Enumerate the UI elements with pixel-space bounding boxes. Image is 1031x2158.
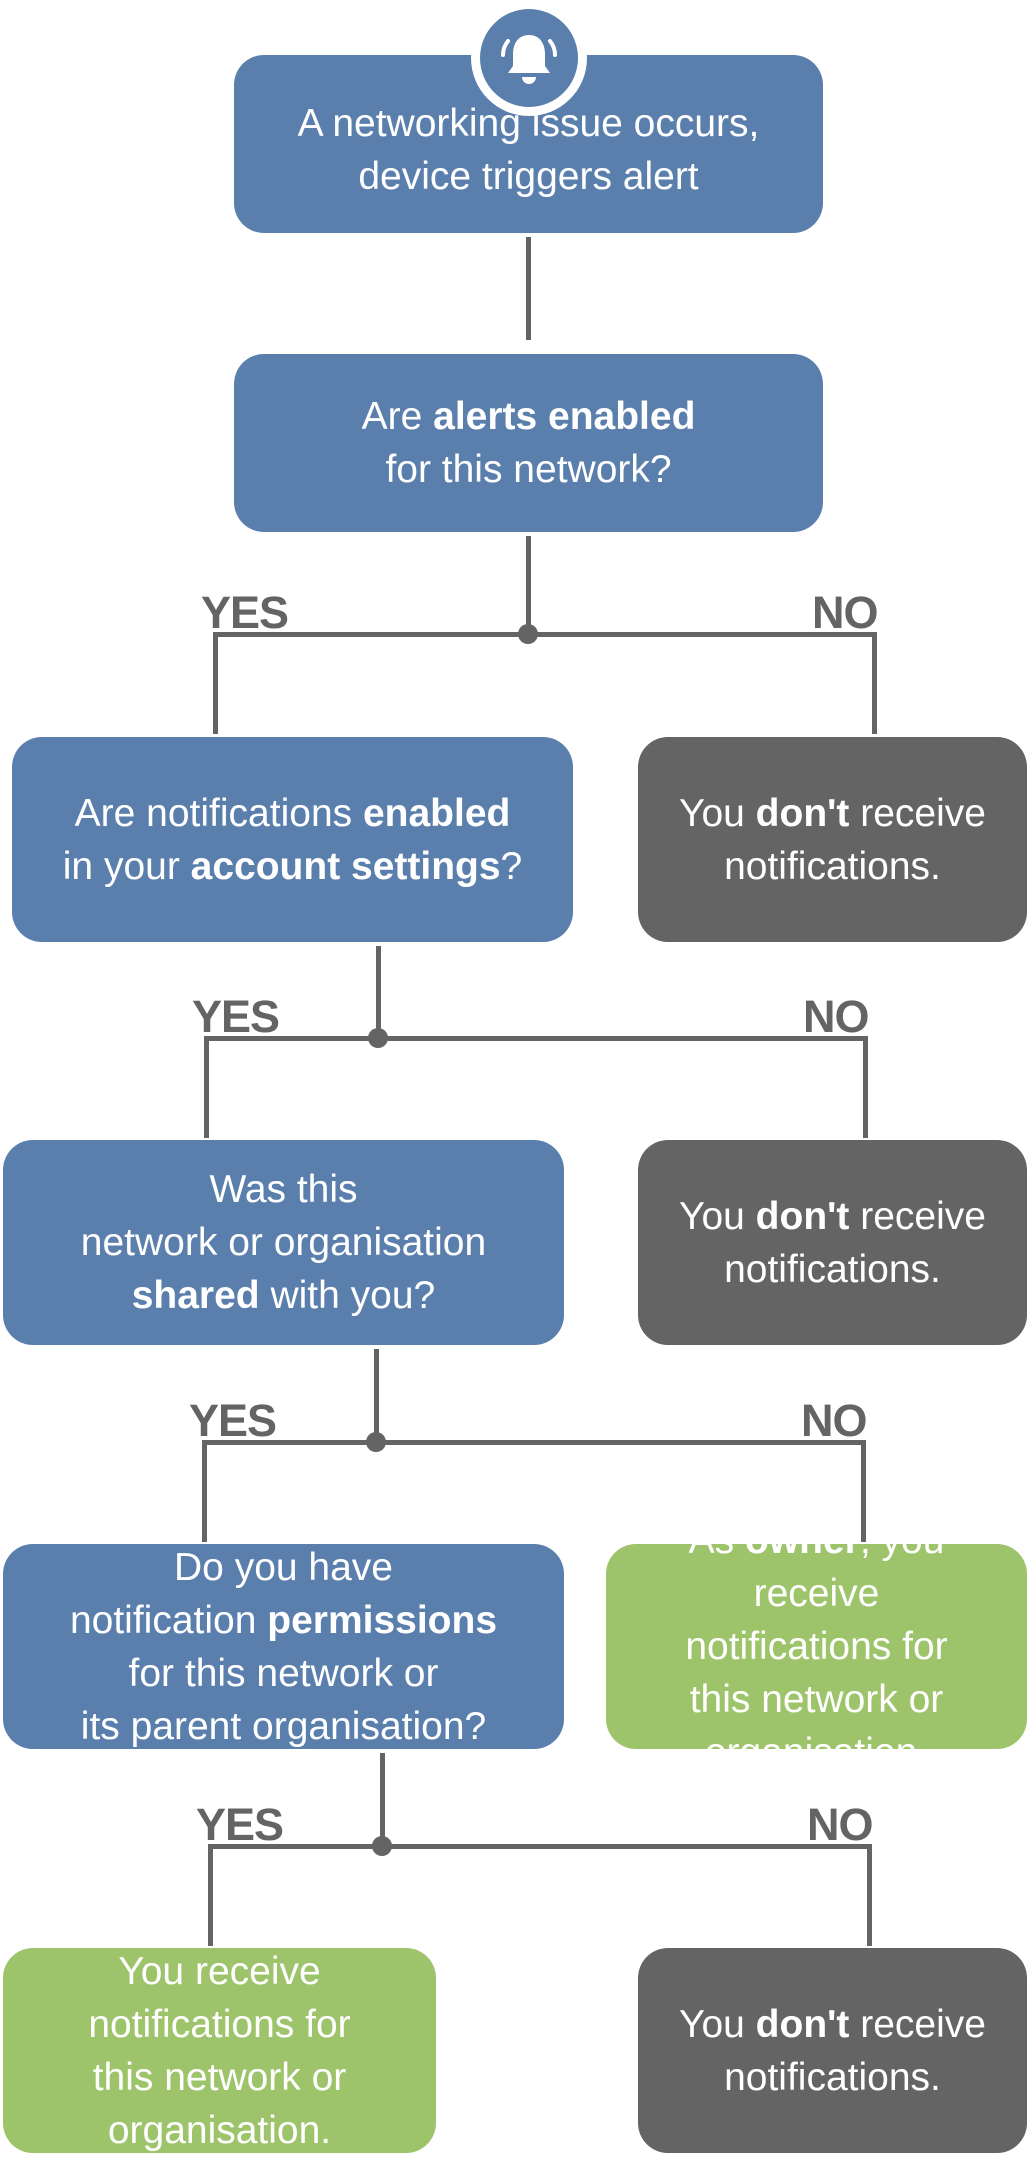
connector-branch1-no [872, 632, 877, 734]
q4-line1: Do you have [174, 1545, 393, 1589]
connector-start-q1 [526, 237, 531, 340]
no2-line2: notifications. [724, 1247, 941, 1291]
q2-pre: Are notifications [74, 791, 363, 835]
start-text-line2: device triggers alert [358, 155, 699, 198]
q4-pre2: notification [69, 1598, 268, 1642]
question-notification-permissions: Do you have notification permissions for… [3, 1544, 564, 1749]
q4-bold: permissions [267, 1598, 498, 1642]
result-receive-notifications: You receive notifications for this netwo… [3, 1948, 436, 2153]
question-alerts-enabled: Are alerts enabled for this network? [234, 354, 823, 532]
q2-bold2: account settings [190, 844, 501, 888]
connector-q1-stem [526, 536, 531, 636]
result-no-notifications-1: You don't receive notifications. [638, 737, 1027, 942]
yes-line1: You receive [118, 1949, 321, 1993]
q4-line3: for this network or [128, 1651, 439, 1695]
owner-post: , you receive [753, 1519, 945, 1615]
q1-line2: for this network? [385, 448, 672, 491]
connector-branch2-no [863, 1036, 868, 1138]
connector-branch1-horizontal [213, 632, 877, 637]
no3-line2: notifications. [724, 2055, 941, 2099]
connector-branch4-horizontal [208, 1844, 872, 1849]
bell-badge [471, 0, 587, 116]
connector-q3-stem [374, 1349, 379, 1444]
q3-bold: shared [131, 1274, 260, 1317]
q1-bold: alerts enabled [433, 395, 696, 438]
no1-line2: notifications. [724, 844, 941, 888]
no2-post: receive [849, 1194, 986, 1238]
branch1-junction [518, 624, 538, 644]
branch2-no-label: NO [803, 991, 869, 1042]
no3-pre: You [679, 2002, 756, 2046]
branch2-yes-label: YES [192, 991, 280, 1042]
branch4-junction [372, 1836, 392, 1856]
owner-line4: organisation. [704, 1731, 929, 1774]
q2-mid: in your [62, 844, 191, 888]
branch3-junction [366, 1432, 386, 1452]
owner-pre: As [688, 1519, 745, 1562]
q1-pre: Are [361, 395, 434, 438]
connector-branch3-yes [202, 1440, 207, 1542]
branch4-no-label: NO [807, 1799, 873, 1850]
q2-bold1: enabled [362, 791, 511, 835]
question-notifications-enabled: Are notifications enabled in your accoun… [12, 737, 573, 942]
connector-branch1-yes [213, 632, 218, 734]
no1-pre: You [679, 791, 756, 835]
yes-line2: notifications for [88, 2002, 351, 2046]
result-owner-notifications: As owner, you receive notifications for … [606, 1519, 1027, 1774]
question-shared-with-you: Was this network or organisation shared … [3, 1140, 564, 1345]
branch1-no-label: NO [812, 587, 878, 638]
branch3-yes-label: YES [189, 1395, 277, 1446]
connector-branch2-yes [204, 1036, 209, 1138]
connector-branch3-no [861, 1440, 866, 1542]
no3-bold: don't [755, 2002, 850, 2046]
yes-line4: organisation. [107, 2108, 332, 2152]
connector-branch3-horizontal [202, 1440, 866, 1445]
q4-line4: its parent organisation? [80, 1704, 487, 1748]
no1-bold: don't [755, 791, 850, 835]
branch4-yes-label: YES [196, 1799, 284, 1850]
q2-post: ? [500, 844, 523, 888]
connector-q4-stem [380, 1753, 385, 1848]
result-no-notifications-3: You don't receive notifications. [638, 1948, 1027, 2153]
branch1-yes-label: YES [201, 587, 289, 638]
owner-line3: this network or [689, 1678, 944, 1721]
connector-branch4-yes [208, 1844, 213, 1946]
connector-branch4-no [867, 1844, 872, 1946]
q3-post: with you? [259, 1274, 436, 1317]
q3-line2: network or organisation [80, 1221, 487, 1264]
bell-icon [500, 35, 558, 84]
no2-bold: don't [755, 1194, 850, 1238]
connector-branch2-horizontal [204, 1036, 868, 1041]
owner-bold: owner [744, 1519, 860, 1562]
branch3-no-label: NO [801, 1395, 867, 1446]
result-no-notifications-2: You don't receive notifications. [638, 1140, 1027, 1345]
no2-pre: You [679, 1194, 756, 1238]
owner-line2: notifications for [685, 1625, 948, 1668]
q3-line1: Was this [209, 1168, 358, 1211]
no3-post: receive [849, 2002, 986, 2046]
yes-line3: this network or [92, 2055, 347, 2099]
connector-q2-stem [376, 946, 381, 1040]
branch2-junction [368, 1028, 388, 1048]
no1-post: receive [849, 791, 986, 835]
